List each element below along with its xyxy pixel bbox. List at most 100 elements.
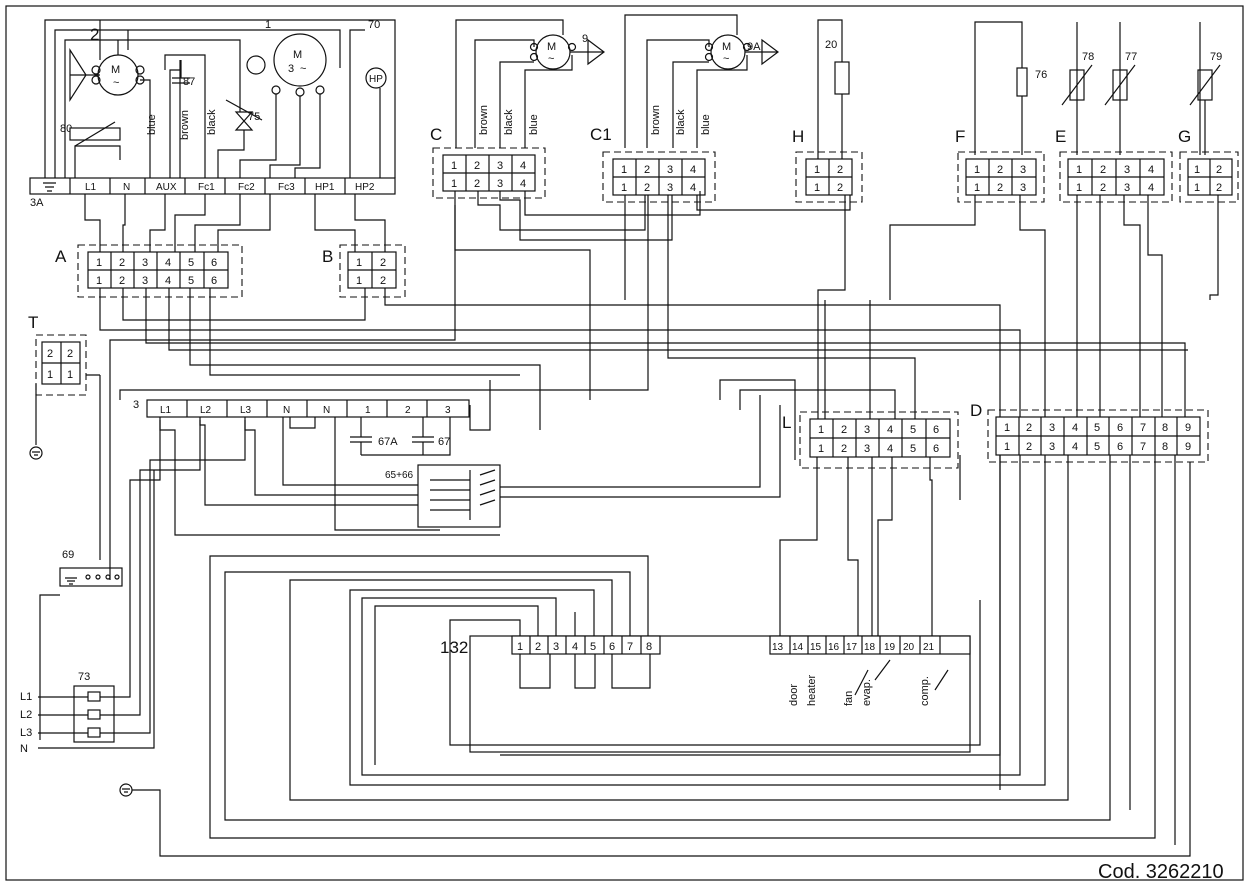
svg-text:3: 3 xyxy=(1020,164,1026,176)
svg-text:15: 15 xyxy=(810,642,822,653)
svg-text:5: 5 xyxy=(910,443,916,455)
svg-text:2: 2 xyxy=(47,348,53,360)
controller-132-label: 132 xyxy=(440,638,468,657)
svg-text:~: ~ xyxy=(548,53,554,65)
svg-text:21: 21 xyxy=(923,642,935,653)
svg-text:brown: brown xyxy=(650,105,662,135)
svg-text:2: 2 xyxy=(1216,182,1222,194)
function-door: door xyxy=(788,684,800,706)
svg-text:1: 1 xyxy=(356,275,362,287)
svg-text:2: 2 xyxy=(474,178,480,190)
connector-A-label: A xyxy=(55,247,67,266)
svg-text:1: 1 xyxy=(1004,441,1010,453)
svg-text:2: 2 xyxy=(644,182,650,194)
svg-text:17: 17 xyxy=(846,642,858,653)
svg-text:~: ~ xyxy=(723,53,729,65)
svg-text:2: 2 xyxy=(119,275,125,287)
svg-text:9: 9 xyxy=(1185,441,1191,453)
component-20-label: 20 xyxy=(825,39,837,51)
terminal-block-3: 3 L1 L2 L3 N N 1 2 3 xyxy=(133,399,470,418)
component-78-label: 78 xyxy=(1082,51,1094,63)
svg-text:1: 1 xyxy=(814,164,820,176)
svg-text:2: 2 xyxy=(1026,441,1032,453)
svg-text:2: 2 xyxy=(535,641,541,653)
function-heater: heater xyxy=(806,674,818,706)
component-73-label: 73 xyxy=(78,671,90,683)
component-70-label: 70 xyxy=(368,19,380,31)
svg-text:1: 1 xyxy=(1194,182,1200,194)
component-9-label: 9 xyxy=(582,33,588,45)
svg-text:6: 6 xyxy=(1117,441,1123,453)
heater-20-icon xyxy=(834,61,850,95)
component-77-label: 77 xyxy=(1125,51,1137,63)
svg-text:1: 1 xyxy=(451,178,457,190)
svg-text:brown: brown xyxy=(179,110,191,140)
svg-text:3: 3 xyxy=(553,641,559,653)
capacitors-67: 67A 67 xyxy=(350,417,451,456)
diagram-frame xyxy=(5,5,1244,881)
svg-text:8: 8 xyxy=(1162,441,1168,453)
svg-text:L1: L1 xyxy=(85,182,97,193)
svg-text:2: 2 xyxy=(380,257,386,269)
connector-B-label: B xyxy=(322,247,333,266)
svg-text:blue: blue xyxy=(528,114,540,135)
svg-text:1: 1 xyxy=(1004,422,1010,434)
svg-text:2: 2 xyxy=(837,182,843,194)
svg-text:2: 2 xyxy=(644,164,650,176)
contactor-65-66: 65+66 xyxy=(385,464,501,528)
component-69-label: 69 xyxy=(62,549,74,561)
component-67-label: 67 xyxy=(438,436,450,448)
svg-text:2: 2 xyxy=(1026,422,1032,434)
svg-text:3: 3 xyxy=(288,63,294,75)
svg-text:1: 1 xyxy=(621,164,627,176)
svg-text:3: 3 xyxy=(1049,422,1055,434)
svg-text:19: 19 xyxy=(884,642,896,653)
svg-text:AUX: AUX xyxy=(156,182,177,193)
contactor-65-66-icon xyxy=(417,464,501,528)
svg-text:3: 3 xyxy=(1124,164,1130,176)
terminal-3A-label: 3A xyxy=(30,197,44,209)
svg-text:M: M xyxy=(293,49,302,61)
svg-text:N: N xyxy=(123,182,130,193)
door-switch-76-icon xyxy=(1016,67,1028,97)
svg-text:1: 1 xyxy=(67,369,73,381)
svg-text:4: 4 xyxy=(520,160,526,172)
function-comp: comp. xyxy=(919,676,931,706)
svg-text:N: N xyxy=(283,405,290,416)
interconnect-wiring xyxy=(84,191,1219,845)
svg-text:L1: L1 xyxy=(160,405,172,416)
svg-text:1: 1 xyxy=(818,443,824,455)
supply-L1: L1 xyxy=(20,691,32,703)
svg-text:4: 4 xyxy=(572,641,578,653)
svg-text:1: 1 xyxy=(1076,164,1082,176)
svg-text:7: 7 xyxy=(1140,422,1146,434)
motor-area-left: 2 M~ 87 80 blue brown black 75 1 M3~ 70 … xyxy=(44,19,396,178)
svg-text:4: 4 xyxy=(690,182,696,194)
svg-text:4: 4 xyxy=(690,164,696,176)
component-79-label: 79 xyxy=(1210,51,1222,63)
svg-text:6: 6 xyxy=(933,424,939,436)
svg-text:3: 3 xyxy=(142,275,148,287)
drawing-code: Cod. 3262210 xyxy=(1098,861,1224,883)
svg-text:M: M xyxy=(722,41,731,53)
svg-text:2: 2 xyxy=(841,443,847,455)
svg-text:blue: blue xyxy=(700,114,712,135)
svg-text:L3: L3 xyxy=(240,405,252,416)
pressure-switch-70-icon xyxy=(365,67,387,89)
svg-text:4: 4 xyxy=(165,275,171,287)
connector-E-label: E xyxy=(1055,127,1066,146)
svg-text:9: 9 xyxy=(1185,422,1191,434)
connector-C1-label: C1 xyxy=(590,125,612,144)
svg-text:3: 3 xyxy=(445,405,451,416)
svg-text:3: 3 xyxy=(497,178,503,190)
svg-text:1: 1 xyxy=(974,164,980,176)
